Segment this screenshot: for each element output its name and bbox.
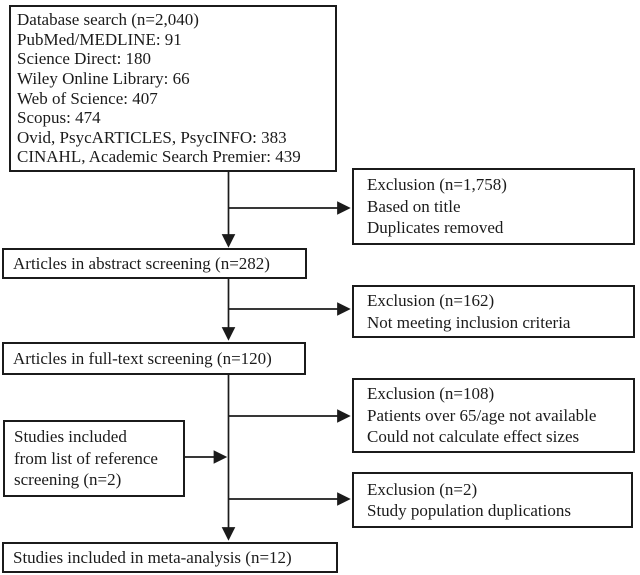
- database-wiley: Wiley Online Library: 66: [17, 68, 190, 88]
- reference-screening-line-2: from list of reference: [14, 448, 158, 468]
- exclusion-abstract-box: Exclusion (n=162) Not meeting inclusion …: [352, 285, 635, 338]
- database-search-box: Database search (n=2,040) PubMed/MEDLINE…: [9, 5, 337, 172]
- exclusion-duplication-reason: Study population duplications: [367, 501, 571, 520]
- exclusion-duplication-count: Exclusion (n=2): [367, 479, 478, 499]
- database-search-title: Database search (n=2,040): [17, 10, 199, 30]
- exclusion-abstract-reason: Not meeting inclusion criteria: [367, 312, 571, 332]
- exclusion-fulltext-box: Exclusion (n=108) Patients over 65/age n…: [352, 378, 635, 453]
- reference-screening-box: Studies included from list of reference …: [3, 420, 185, 497]
- meta-analysis-box: Studies included in meta-analysis (n=12): [2, 542, 338, 573]
- reference-screening-line-1: Studies included: [14, 427, 127, 447]
- database-science-direct: Science Direct: 180: [17, 49, 152, 69]
- database-ovid: Ovid, PsycARTICLES, PsycINFO: 383: [17, 127, 287, 147]
- abstract-screening-box: Articles in abstract screening (n=282): [2, 248, 307, 279]
- exclusion-fulltext-reason-1: Patients over 65/age not available: [367, 405, 597, 425]
- database-cinahl: CINAHL, Academic Search Premier: 439: [17, 147, 301, 167]
- reference-screening-line-3: screening (n=2): [14, 470, 122, 490]
- exclusion-title-reason-1: Based on title: [367, 196, 461, 216]
- exclusion-title-box: Exclusion (n=1,758) Based on title Dupli…: [352, 168, 635, 245]
- exclusion-abstract-count: Exclusion (n=162): [367, 291, 495, 310]
- exclusion-duplication-box: Exclusion (n=2) Study population duplica…: [352, 472, 633, 528]
- exclusion-fulltext-reason-2: Could not calculate effect sizes: [367, 427, 580, 447]
- abstract-screening-label: Articles in abstract screening (n=282): [13, 253, 270, 273]
- fulltext-screening-label: Articles in full-text screening (n=120): [13, 348, 272, 368]
- exclusion-title-reason-2: Duplicates removed: [367, 218, 504, 238]
- exclusion-title-count: Exclusion (n=1,758): [367, 175, 507, 195]
- database-scopus: Scopus: 474: [17, 108, 101, 128]
- meta-analysis-label: Studies included in meta-analysis (n=12): [13, 547, 292, 567]
- fulltext-screening-box: Articles in full-text screening (n=120): [2, 342, 306, 375]
- exclusion-fulltext-count: Exclusion (n=108): [367, 384, 495, 404]
- database-web-of-science: Web of Science: 407: [17, 88, 158, 108]
- database-pubmed: PubMed/MEDLINE: 91: [17, 29, 182, 49]
